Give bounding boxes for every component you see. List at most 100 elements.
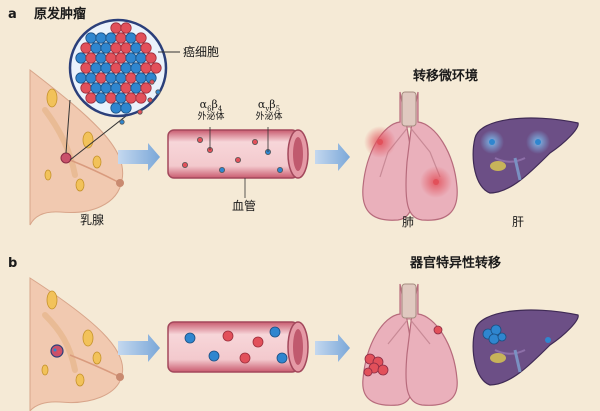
- panel-letter-b: b: [8, 256, 18, 271]
- red-cancer-cell: [80, 82, 92, 94]
- blue-cancer-cell: [110, 82, 122, 94]
- circulating-tumor-cell: [208, 350, 220, 362]
- blue-cancer-cell: [125, 52, 137, 64]
- breast-b: [29, 277, 124, 411]
- blue-cancer-cell: [95, 92, 107, 104]
- blue-cancer-cell: [105, 72, 117, 84]
- red-cancer-cell: [80, 42, 92, 54]
- red-cancer-cell: [80, 62, 92, 74]
- red-cancer-cell: [125, 92, 137, 104]
- red-cancer-cell: [120, 42, 132, 54]
- organ-specific-metastasis-title: 器官特异性转移: [410, 256, 502, 271]
- primary-tumor-title: 原发肿瘤: [34, 7, 87, 22]
- exosome-particle: [251, 138, 258, 145]
- red-cancer-cell: [85, 92, 97, 104]
- blue-cancer-cell: [130, 62, 142, 74]
- red-cancer-cell: [105, 52, 117, 64]
- blue-cancer-cell: [135, 72, 147, 84]
- red-cancer-cell: [120, 82, 132, 94]
- exosome: [137, 109, 143, 115]
- red-cancer-cell: [95, 72, 107, 84]
- blue-cancer-cell: [105, 32, 117, 44]
- blue-cancer-cell: [130, 42, 142, 54]
- blue-cancer-cell: [75, 52, 87, 64]
- exosome: [149, 79, 155, 85]
- tumor-magnified: [68, 18, 168, 125]
- liver-b: [472, 309, 579, 386]
- metastatic-niche-title: 转移微环境: [413, 69, 479, 84]
- red-cancer-cell: [125, 72, 137, 84]
- exosome-particle: [196, 136, 203, 143]
- blue-cancer-cell: [75, 72, 87, 84]
- blue-cancer-cell: [95, 32, 107, 44]
- blue-cancer-cell: [100, 62, 112, 74]
- red-cancer-cell: [115, 52, 127, 64]
- blood-vessel-label: 血管: [232, 199, 257, 213]
- arrow-a1: [118, 143, 160, 171]
- blood-vessel-a: [167, 129, 309, 179]
- exosome-particles-a: [181, 136, 283, 173]
- circulating-tumor-cells: [184, 326, 288, 364]
- breast-label: 乳腺: [80, 213, 105, 227]
- liver-metastasis-cluster: [482, 324, 507, 345]
- red-cancer-cell: [140, 42, 152, 54]
- exosome-particle: [218, 166, 225, 173]
- blue-cancer-cell: [90, 42, 102, 54]
- red-cancer-cell: [140, 82, 152, 94]
- exosome-particle: [234, 156, 241, 163]
- circulating-tumor-cell: [239, 352, 251, 364]
- blue-cancer-cell: [100, 82, 112, 94]
- panel-letter-a: a: [8, 7, 17, 22]
- cancer-cell-label: 癌细胞: [183, 45, 220, 59]
- red-cancer-cell: [115, 32, 127, 44]
- blue-cancer-cell: [95, 52, 107, 64]
- blood-vessel-b: [167, 321, 309, 373]
- exosome: [119, 119, 125, 125]
- circulating-tumor-cell: [252, 336, 264, 348]
- red-cancer-cell: [85, 52, 97, 64]
- exosome: [155, 89, 161, 95]
- blue-cancer-cell: [115, 72, 127, 84]
- breast-a: [29, 68, 124, 226]
- blue-cancer-cell: [125, 32, 137, 44]
- circulating-tumor-cell: [184, 332, 196, 344]
- exosome-a6b4-label: α6β4 外泌体: [197, 98, 225, 123]
- red-cancer-cell: [110, 62, 122, 74]
- arrow-b2: [315, 334, 350, 362]
- red-cancer-cell: [140, 62, 152, 74]
- red-cancer-cell: [150, 62, 162, 74]
- red-cancer-cell: [120, 22, 132, 34]
- blue-cancer-cell: [100, 42, 112, 54]
- blue-cancer-cell: [120, 102, 132, 114]
- red-cancer-cell: [135, 92, 147, 104]
- exosome: [147, 97, 153, 103]
- blue-cancer-cell: [110, 102, 122, 114]
- blue-cancer-cell: [85, 32, 97, 44]
- circulating-tumor-cell: [222, 330, 234, 342]
- circulating-tumor-cell: [269, 326, 281, 338]
- liver-label: 肝: [512, 215, 525, 229]
- blue-cancer-cell: [120, 62, 132, 74]
- red-cancer-cell: [110, 42, 122, 54]
- exosome-particle: [181, 161, 188, 168]
- zoom-line-left: [65, 99, 71, 154]
- lung-b: [362, 283, 458, 406]
- red-cancer-cell: [135, 32, 147, 44]
- exosome-avb5-label: αvβ5 外泌体: [255, 98, 283, 123]
- blue-cancer-cell: [85, 72, 97, 84]
- arrow-b1: [118, 334, 160, 362]
- lung-label: 肺: [402, 215, 415, 229]
- blue-cancer-cell: [90, 62, 102, 74]
- circulating-tumor-cell: [276, 352, 288, 364]
- blue-cancer-cell: [90, 82, 102, 94]
- arrow-a2: [315, 143, 350, 171]
- blue-cancer-cell: [130, 82, 142, 94]
- liver-a: [472, 117, 579, 194]
- blue-cancer-cell: [115, 92, 127, 104]
- blue-cancer-cell: [135, 52, 147, 64]
- lung-a: [362, 91, 458, 221]
- red-cancer-cell: [105, 92, 117, 104]
- lung-metastasis-cluster: [363, 353, 389, 377]
- exosome-particle: [276, 166, 283, 173]
